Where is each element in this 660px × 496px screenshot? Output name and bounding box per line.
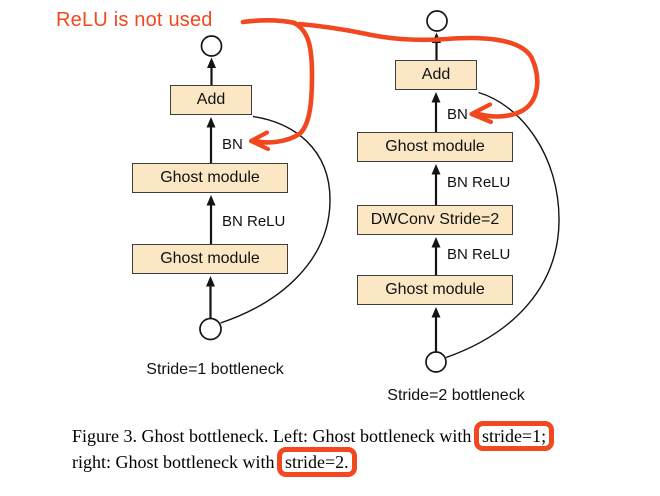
stride1-bottleneck-title: Stride=1 bottleneck bbox=[146, 361, 284, 378]
bn-label-right: BN bbox=[447, 106, 468, 123]
stride1-highlight-box: stride=1; bbox=[473, 421, 555, 451]
add-box-left: Add bbox=[170, 85, 252, 115]
stride2-highlight-box: stride=2. bbox=[276, 447, 357, 477]
arrowhead-icon bbox=[431, 164, 441, 175]
arrowhead-icon bbox=[431, 237, 441, 248]
dwconv-stride2-box: DWConv Stride=2 bbox=[357, 205, 513, 235]
skip-connection-left bbox=[220, 115, 331, 324]
output-circle-left bbox=[200, 35, 223, 57]
caption-text-1: Figure 3. Ghost bottleneck. Left: Ghost … bbox=[72, 426, 472, 446]
caption-line-1: Figure 3. Ghost bottleneck. Left: Ghost … bbox=[72, 421, 555, 451]
arrowhead-icon bbox=[431, 307, 441, 318]
bn-relu-label-right-upper: BN ReLU bbox=[447, 174, 511, 191]
orange-arrowhead-right-icon bbox=[469, 102, 494, 125]
orange-arrowhead-left-icon bbox=[248, 130, 271, 152]
bn-label-left: BN bbox=[222, 136, 243, 153]
arrowhead-icon bbox=[206, 195, 216, 206]
ghost-module-box-right-lower: Ghost module bbox=[357, 275, 513, 305]
caption-text-2: right: Ghost bottleneck with bbox=[72, 452, 275, 472]
skip-connection-right bbox=[445, 91, 560, 359]
orange-annotation-hook-right bbox=[296, 21, 540, 119]
ghost-module-box-right-upper: Ghost module bbox=[357, 132, 513, 162]
stride2-bottleneck-title: Stride=2 bottleneck bbox=[387, 387, 525, 404]
arrowhead-icon bbox=[207, 57, 216, 68]
bn-relu-label-left: BN ReLU bbox=[222, 213, 286, 230]
arrowhead-icon bbox=[206, 276, 215, 287]
orange-annotation-hook-left bbox=[253, 20, 315, 145]
stride2-highlight-text: stride=2. bbox=[284, 452, 349, 472]
arrowhead-icon bbox=[206, 117, 216, 128]
stride1-highlight-text: stride=1; bbox=[481, 426, 547, 446]
ghost-module-box-left-upper: Ghost module bbox=[132, 163, 288, 193]
add-box-right: Add bbox=[395, 60, 477, 90]
relu-note: ReLU is not used bbox=[56, 9, 213, 31]
output-circle-right bbox=[426, 10, 448, 32]
bn-relu-label-right-lower: BN ReLU bbox=[447, 246, 511, 263]
input-circle-left bbox=[199, 317, 222, 341]
ghost-module-box-left-lower: Ghost module bbox=[132, 244, 288, 274]
caption-line-2: right: Ghost bottleneck with stride=2. bbox=[72, 447, 357, 477]
orange-annotation-line bbox=[240, 18, 298, 26]
input-circle-right bbox=[425, 351, 447, 373]
arrowhead-icon bbox=[431, 92, 441, 103]
